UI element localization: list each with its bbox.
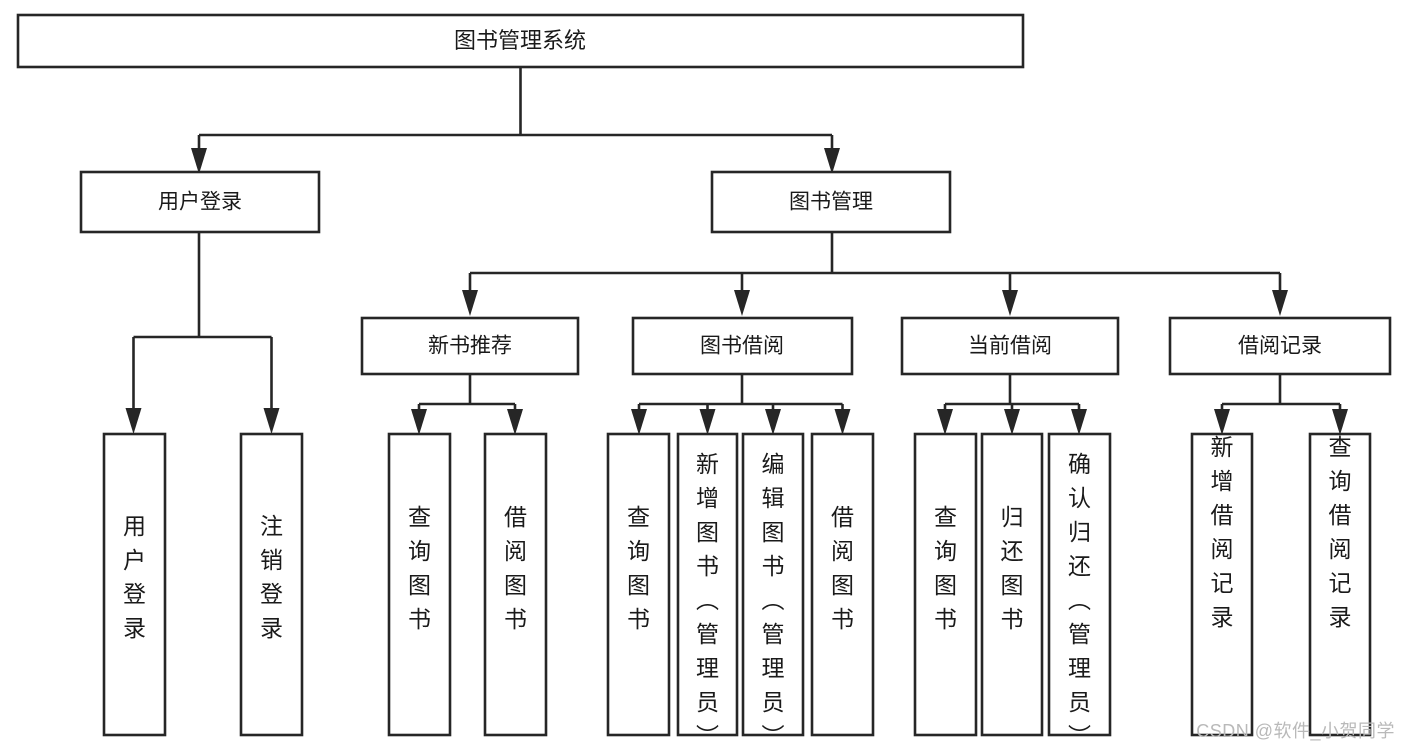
arrowhead-leaf-query-record (1332, 409, 1348, 435)
node-leaf-edit-book-label: 编辑图书︵管理员︶ (762, 451, 785, 747)
node-leaf-add-book-label: 新增图书︵管理员︶ (696, 451, 719, 747)
arrowhead-user-login (191, 148, 207, 174)
node-book-manage-label: 图书管理 (789, 191, 873, 214)
arrowhead-leaf-query-book-1 (411, 409, 427, 435)
node-leaf-user-login[interactable]: 用户登录 (102, 432, 167, 737)
node-leaf-query-book-1-label: 查询图书 (408, 504, 431, 632)
arrowhead-leaf-confirm-return (1071, 409, 1087, 435)
arrowhead-leaf-user-login (125, 408, 142, 434)
node-leaf-edit-book[interactable]: 编辑图书︵管理员︶ (741, 432, 805, 747)
node-current-borrow-box[interactable] (900, 316, 1120, 376)
arrowhead-leaf-add-record (1214, 409, 1230, 435)
node-book-borrow[interactable]: 图书借阅 (631, 316, 854, 376)
node-leaf-add-record[interactable]: 新增借阅记录 (1190, 432, 1254, 737)
node-leaf-query-book-2-label: 查询图书 (627, 504, 650, 632)
node-user-login-box[interactable] (79, 170, 321, 234)
arrowhead-leaf-query-book-2 (631, 409, 647, 435)
node-leaf-query-book-3[interactable]: 查询图书 (913, 432, 978, 737)
node-leaf-borrow-book-1-label: 借阅图书 (504, 504, 527, 632)
node-user-login-label: 用户登录 (158, 191, 242, 214)
node-leaf-query-record-box[interactable] (1308, 432, 1372, 737)
node-book-manage[interactable]: 图书管理 (710, 170, 952, 234)
arrowhead-leaf-add-book (699, 409, 716, 435)
node-leaf-edit-book-box[interactable] (741, 432, 805, 737)
node-leaf-add-book-box[interactable] (676, 432, 739, 737)
arrowhead-leaf-user-logout (263, 408, 280, 434)
node-leaf-user-logout-label: 注销登录 (260, 513, 283, 641)
node-leaf-borrow-book-2-label: 借阅图书 (831, 504, 854, 632)
node-leaf-user-logout[interactable]: 注销登录 (239, 432, 304, 737)
node-leaf-user-login-label: 用户登录 (123, 513, 146, 641)
node-leaf-user-login-box[interactable] (102, 432, 167, 737)
node-root-box[interactable] (16, 13, 1025, 69)
node-leaf-user-logout-box[interactable] (239, 432, 304, 737)
node-leaf-borrow-book-2-box[interactable] (810, 432, 875, 737)
node-current-borrow[interactable]: 当前借阅 (900, 316, 1120, 376)
node-root[interactable]: 图书管理系统 (16, 13, 1025, 69)
node-borrow-record[interactable]: 借阅记录 (1168, 316, 1392, 376)
node-leaf-confirm-return-box[interactable] (1047, 432, 1112, 737)
arrowhead-leaf-return-book (1004, 409, 1020, 435)
node-leaf-borrow-book-2[interactable]: 借阅图书 (810, 432, 875, 737)
node-root-label: 图书管理系统 (454, 28, 586, 53)
connectors (125, 67, 1348, 435)
csdn-watermark: CSDN @软件_小贺同学 (1196, 721, 1395, 741)
node-book-borrow-label: 图书借阅 (700, 335, 784, 358)
node-leaf-confirm-return-label: 确认归还︵管理员︶ (1068, 451, 1091, 747)
node-leaf-add-record-box[interactable] (1190, 432, 1254, 737)
arrowhead-book-manage (824, 148, 840, 174)
node-new-book-rec[interactable]: 新书推荐 (360, 316, 580, 376)
node-leaf-query-book-1-box[interactable] (387, 432, 452, 737)
node-book-borrow-box[interactable] (631, 316, 854, 376)
arrowhead-leaf-query-book-3 (937, 409, 953, 435)
node-leaf-query-book-2-box[interactable] (606, 432, 671, 737)
node-leaf-add-record-label: 新增借阅记录 (1211, 434, 1234, 630)
node-leaf-query-book-3-box[interactable] (913, 432, 978, 737)
node-leaf-borrow-book-1[interactable]: 借阅图书 (483, 432, 548, 737)
arrowhead-leaf-edit-book (765, 409, 781, 435)
arrowhead-new-book-rec (462, 290, 478, 316)
node-leaf-query-record[interactable]: 查询借阅记录 (1308, 432, 1372, 737)
node-borrow-record-label: 借阅记录 (1238, 335, 1322, 358)
node-leaf-return-book-label: 归还图书 (1001, 504, 1024, 632)
arrowhead-leaf-borrow-book-1 (507, 409, 523, 435)
node-leaf-confirm-return[interactable]: 确认归还︵管理员︶ (1047, 432, 1112, 747)
node-leaf-query-book-3-label: 查询图书 (934, 504, 957, 632)
node-borrow-record-box[interactable] (1168, 316, 1392, 376)
node-leaf-add-book[interactable]: 新增图书︵管理员︶ (676, 432, 739, 747)
node-leaf-query-book-2[interactable]: 查询图书 (606, 432, 671, 737)
node-leaf-query-book-1[interactable]: 查询图书 (387, 432, 452, 737)
node-new-book-rec-label: 新书推荐 (428, 335, 512, 358)
node-leaf-return-book-box[interactable] (980, 432, 1044, 737)
node-leaf-borrow-book-1-box[interactable] (483, 432, 548, 737)
arrowhead-book-borrow (734, 290, 750, 316)
node-current-borrow-label: 当前借阅 (968, 335, 1052, 358)
node-user-login[interactable]: 用户登录 (79, 170, 321, 234)
arrowhead-current-borrow (1002, 290, 1018, 316)
arrowhead-leaf-borrow-book-2 (834, 409, 851, 435)
node-book-manage-box[interactable] (710, 170, 952, 234)
node-leaf-return-book[interactable]: 归还图书 (980, 432, 1044, 737)
arrowhead-borrow-record (1272, 290, 1288, 316)
node-new-book-rec-box[interactable] (360, 316, 580, 376)
node-leaf-query-record-label: 查询借阅记录 (1329, 434, 1352, 630)
